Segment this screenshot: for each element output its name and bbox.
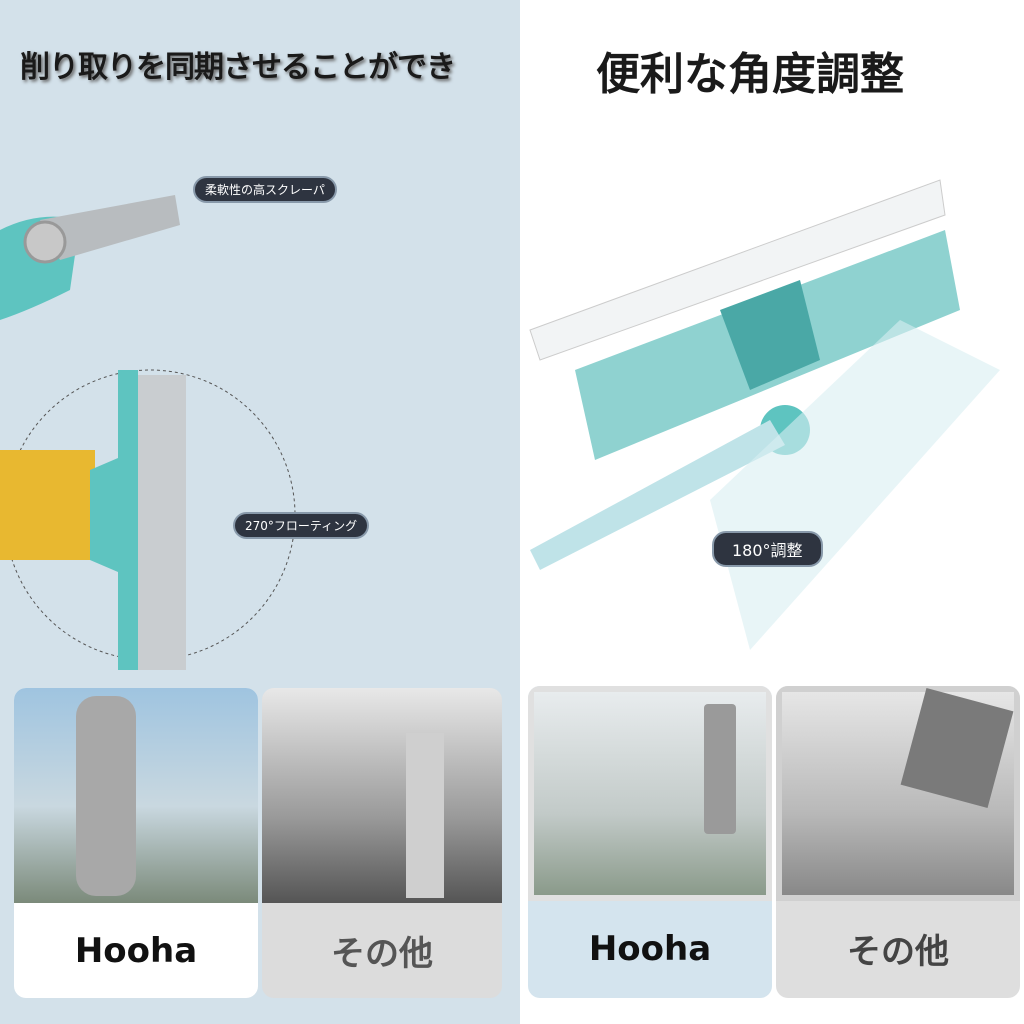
clean-window-photo	[528, 686, 772, 901]
clean-window-photo	[14, 688, 258, 903]
right-title: 便利な角度調整	[596, 49, 904, 100]
compare-card-other-right: その他	[776, 686, 1020, 998]
scraper-callout: 柔軟性の高スクレーパ	[193, 176, 337, 203]
floating-mop-illustration	[0, 369, 296, 670]
dirty-window-photo	[776, 686, 1020, 901]
floating-callout: 270°フローティング	[233, 512, 370, 539]
compare-label: その他	[847, 932, 949, 972]
compare-label: Hooha	[588, 928, 712, 969]
compare-label: Hooha	[74, 930, 198, 971]
right-panel: 180°調整 Hooha その他 便利な角度調整	[520, 0, 1024, 1024]
compare-card-hooha-left: Hooha	[14, 688, 258, 998]
compare-card-hooha-right: Hooha	[528, 686, 772, 998]
compare-label: その他	[331, 934, 433, 974]
left-panel: 削り取りを同期させることができ 柔軟性の高スクレーパ 270°フローティング H…	[0, 0, 520, 1024]
scraper-illustration	[0, 195, 180, 320]
angle-callout: 180°調整	[712, 531, 823, 567]
left-title: 削り取りを同期させることができ	[20, 50, 456, 85]
angle-mop-illustration	[529, 179, 1000, 650]
dirty-window-photo	[262, 688, 502, 903]
compare-card-other-left: その他	[262, 688, 502, 998]
